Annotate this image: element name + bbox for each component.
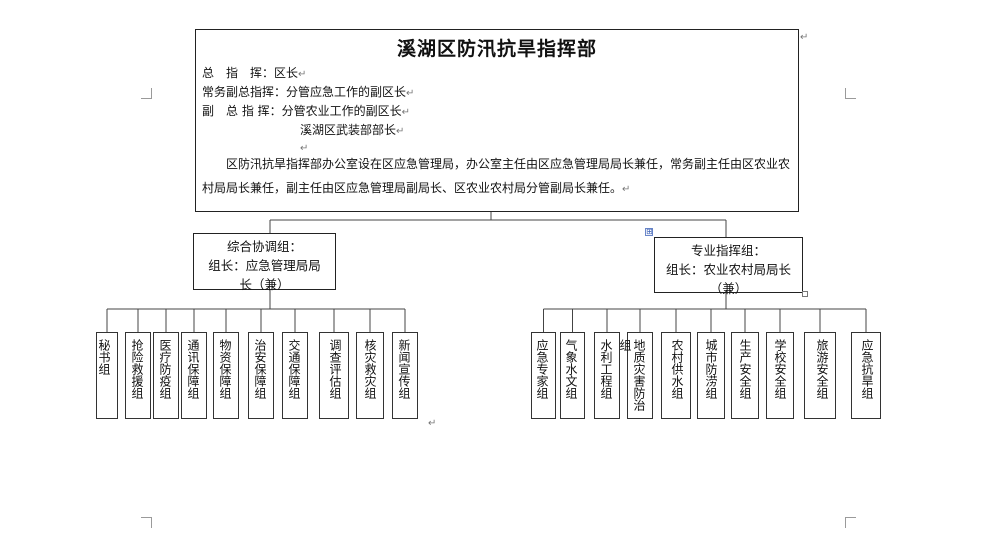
left-subgroup-box[interactable]: 通讯保障组 bbox=[181, 332, 207, 419]
right-subgroup-box[interactable]: 水利工程组 bbox=[594, 332, 620, 419]
hq-paragraph-text: 区防汛抗旱指挥部办公室设在区应急管理局，办公室主任由区应急管理局局长兼任，常务副… bbox=[202, 157, 791, 195]
left-group-leader-1: 组长：应急管理局局 bbox=[208, 258, 321, 273]
left-group-leader-2: 长（兼） bbox=[239, 277, 290, 292]
hq-box[interactable]: 溪湖区防汛抗旱指挥部 总 指 挥：区长↵ 常务副总指挥：分管应急工作的副区长↵ … bbox=[195, 29, 799, 212]
left-subgroup-box[interactable]: 交通保障组 bbox=[282, 332, 308, 419]
right-subgroup-box[interactable]: 应急专家组 bbox=[531, 332, 556, 419]
para-mark-icon: ↵ bbox=[406, 88, 415, 99]
left-subgroup-label: 抢险救援组 bbox=[130, 339, 144, 399]
crop-mark-top-left bbox=[141, 88, 152, 99]
left-subgroup-box[interactable]: 新闻宣传组 bbox=[392, 332, 418, 419]
right-subgroup-box[interactable]: 农村供水组 bbox=[661, 332, 691, 419]
right-subgroup-label: 农村供水组 bbox=[670, 339, 684, 399]
left-subgroup-label: 通讯保障组 bbox=[186, 339, 200, 399]
left-subgroup-box[interactable]: 治安保障组 bbox=[248, 332, 274, 419]
para-mark-icon: ↵ bbox=[298, 69, 307, 80]
right-subgroup-box[interactable]: 生产安全组 bbox=[731, 332, 759, 419]
deputy-value: 分管农业工作的副区长 bbox=[281, 104, 402, 118]
right-subgroup-label: 气象水文组 bbox=[564, 339, 578, 399]
right-group-leader-2: （兼） bbox=[709, 281, 748, 296]
right-subgroup-label: 应急专家组 bbox=[535, 339, 549, 399]
hq-line-exec-deputy: 常务副总指挥：分管应急工作的副区长↵ bbox=[202, 83, 414, 100]
right-subgroup-label: 学校安全组 bbox=[773, 339, 787, 399]
hq-title: 溪湖区防汛抗旱指挥部 bbox=[396, 38, 597, 60]
para-mark-icon: ↵ bbox=[622, 184, 631, 195]
right-subgroup-box[interactable]: 应急抗旱组 bbox=[851, 332, 881, 419]
commander-role: 总 指 挥： bbox=[202, 66, 275, 80]
right-subgroup-box[interactable]: 气象水文组 bbox=[560, 332, 585, 419]
left-subgroup-box[interactable]: 调查评估组 bbox=[319, 332, 349, 419]
right-subgroup-box[interactable]: 地质灾害防治组 bbox=[618, 332, 653, 419]
left-subgroup-box[interactable]: 物资保障组 bbox=[213, 332, 239, 419]
left-subgroup-label: 医疗防疫组 bbox=[158, 339, 172, 399]
exec-deputy-value: 分管应急工作的副区长 bbox=[286, 85, 407, 99]
right-subgroup-label: 城市防涝组 bbox=[704, 339, 718, 399]
para-mark-icon: ↵ bbox=[396, 126, 405, 137]
crop-mark-bottom-left bbox=[141, 517, 152, 528]
left-subgroup-label: 核灾救灾组 bbox=[363, 339, 377, 399]
right-subgroup-box[interactable]: 旅游安全组 bbox=[804, 332, 836, 419]
left-subgroup-label: 秘书组 bbox=[97, 339, 111, 375]
right-group-box[interactable]: 专业指挥组： 组长：农业农村局局长 （兼） bbox=[654, 237, 803, 296]
para-mark-icon: ↵ bbox=[401, 107, 411, 118]
right-subgroup-label: 水利工程组 bbox=[599, 339, 613, 399]
hq-line-armed-forces: 溪湖区武装部部长↵ bbox=[300, 121, 404, 138]
right-group-name: 专业指挥组： bbox=[690, 243, 766, 258]
right-subgroup-label: 生产安全组 bbox=[738, 339, 752, 399]
left-subgroup-box[interactable]: 医疗防疫组 bbox=[153, 332, 179, 419]
left-subgroup-box[interactable]: 秘书组 bbox=[96, 332, 118, 419]
left-group-box[interactable]: 综合协调组： 组长：应急管理局局 长（兼） bbox=[193, 233, 336, 292]
right-subgroup-box[interactable]: 学校安全组 bbox=[766, 332, 794, 419]
left-subgroup-label: 新闻宣传组 bbox=[397, 339, 411, 399]
crop-mark-bottom-right bbox=[845, 517, 856, 528]
armed-forces-value: 溪湖区武装部部长 bbox=[300, 123, 397, 137]
exec-deputy-role: 常务副总指挥： bbox=[202, 85, 287, 99]
commander-value: 区长 bbox=[274, 66, 299, 80]
left-group-name: 综合协调组： bbox=[226, 239, 302, 254]
hq-empty-line: ↵ bbox=[300, 140, 308, 154]
right-group-leader-1: 组长：农业农村局局长 bbox=[665, 262, 791, 277]
hq-line-commander: 总 指 挥：区长↵ bbox=[202, 64, 306, 81]
right-subgroup-box[interactable]: 城市防涝组 bbox=[697, 332, 725, 419]
crop-mark-top-right bbox=[845, 88, 856, 99]
left-subgroup-label: 治安保障组 bbox=[253, 339, 267, 399]
right-subgroup-label: 旅游安全组 bbox=[815, 339, 829, 399]
hq-paragraph: 区防汛抗旱指挥部办公室设在区应急管理局，办公室主任由区应急管理局局长兼任，常务副… bbox=[202, 152, 792, 202]
left-subgroup-label: 物资保障组 bbox=[218, 339, 232, 399]
left-subgroup-label: 调查评估组 bbox=[328, 339, 342, 399]
hq-line-deputy: 副 总 指 挥：分管农业工作的副区长↵ bbox=[202, 102, 410, 119]
resize-handle[interactable] bbox=[802, 291, 808, 297]
deputy-role: 副 总 指 挥： bbox=[202, 104, 282, 118]
right-subgroup-label: 应急抗旱组 bbox=[860, 339, 874, 399]
left-subgroup-label: 交通保障组 bbox=[287, 339, 301, 399]
move-anchor-icon[interactable]: ⊞ bbox=[645, 227, 653, 236]
para-mark-icon: ↵ bbox=[428, 418, 437, 429]
para-mark-icon: ↵ bbox=[300, 143, 309, 154]
left-subgroup-box[interactable]: 抢险救援组 bbox=[125, 332, 151, 419]
right-subgroup-label: 地质灾害防治组 bbox=[618, 339, 646, 411]
para-mark-icon: ↵ bbox=[800, 32, 809, 43]
left-subgroup-box[interactable]: 核灾救灾组 bbox=[356, 332, 384, 419]
